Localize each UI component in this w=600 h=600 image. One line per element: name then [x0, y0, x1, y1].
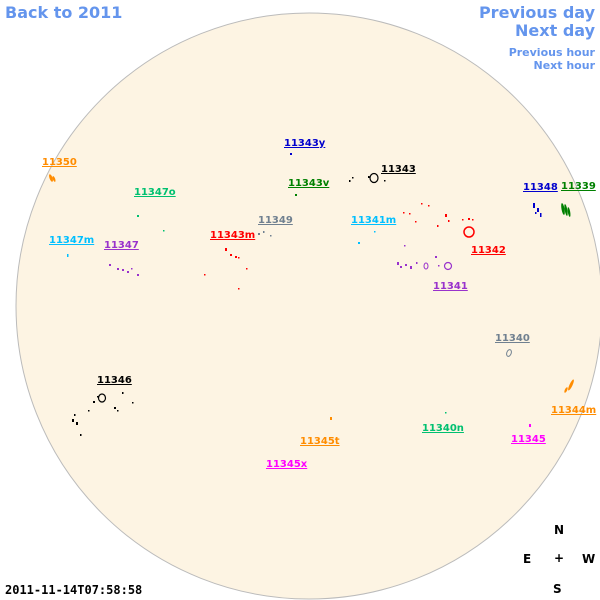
compass-south: S: [553, 582, 562, 596]
sunspot-group-11347: [109, 264, 139, 276]
region-label-11343v[interactable]: 11343v: [288, 178, 330, 189]
sunspot-group-11339: [561, 203, 571, 217]
region-label-11347o[interactable]: 11347o: [134, 187, 176, 198]
sunspot-group-11341: [397, 245, 453, 271]
region-label-11348[interactable]: 11348: [523, 182, 558, 193]
previous-hour-link[interactable]: Previous hour: [508, 46, 595, 59]
region-label-11340[interactable]: 11340: [495, 333, 530, 344]
sunspot-group-11340n: [445, 412, 447, 414]
region-label-11346[interactable]: 11346: [97, 375, 132, 386]
region-label-11350[interactable]: 11350: [42, 157, 77, 168]
region-label-11349[interactable]: 11349: [258, 215, 293, 226]
region-label-11345x[interactable]: 11345x: [266, 459, 308, 470]
sunspot-group-11349: [258, 231, 272, 237]
sunspot-group-11345: [529, 424, 531, 427]
sunspot-group-11345t: [330, 417, 332, 420]
region-label-11340n[interactable]: 11340n: [422, 423, 464, 434]
region-label-11341m[interactable]: 11341m: [351, 215, 397, 226]
sunspot-group-11347m: [67, 254, 69, 257]
next-hour-link[interactable]: Next hour: [533, 59, 596, 72]
region-label-11339[interactable]: 11339: [561, 181, 596, 192]
sunspot-group-11343: [349, 172, 386, 184]
compass-north: N: [554, 523, 565, 537]
sunspot-group-11341m: [358, 231, 376, 244]
region-label-11343m[interactable]: 11343m: [210, 230, 256, 241]
next-day-link[interactable]: Next day: [515, 21, 595, 40]
compass-center: +: [554, 551, 565, 565]
region-label-11343[interactable]: 11343: [381, 164, 416, 175]
back-to-year-link[interactable]: Back to 2011: [5, 3, 123, 22]
solar-disk: [15, 12, 600, 600]
sunspot-group-11344m: [564, 379, 574, 393]
previous-day-link[interactable]: Previous day: [478, 3, 595, 22]
region-label-11345t[interactable]: 11345t: [300, 436, 340, 447]
observation-timestamp: 2011-11-14T07:58:58: [5, 583, 143, 597]
region-label-11343y[interactable]: 11343y: [284, 138, 326, 149]
region-label-11344m[interactable]: 11344m: [551, 405, 597, 416]
region-label-11347m[interactable]: 11347m: [49, 235, 95, 246]
sunspot-group-11342: [403, 203, 475, 238]
region-label-11341[interactable]: 11341: [433, 281, 468, 292]
compass-west: W: [582, 552, 596, 566]
sunspot-group-11343v: [295, 194, 297, 196]
sunspot-group-11347o: [137, 215, 165, 232]
sunspot-group-11343m: [204, 248, 248, 290]
region-label-11345[interactable]: 11345: [511, 434, 546, 445]
region-label-11347[interactable]: 11347: [104, 240, 139, 251]
sunspot-group-11350: [49, 174, 56, 182]
sunspot-group-11348: [533, 203, 542, 217]
sunspot-group-11343y: [290, 153, 292, 155]
region-label-11342[interactable]: 11342: [471, 245, 506, 256]
sunspot-group-11340: [506, 349, 512, 357]
sunspot-group-11346: [72, 392, 134, 436]
compass-east: E: [523, 552, 532, 566]
